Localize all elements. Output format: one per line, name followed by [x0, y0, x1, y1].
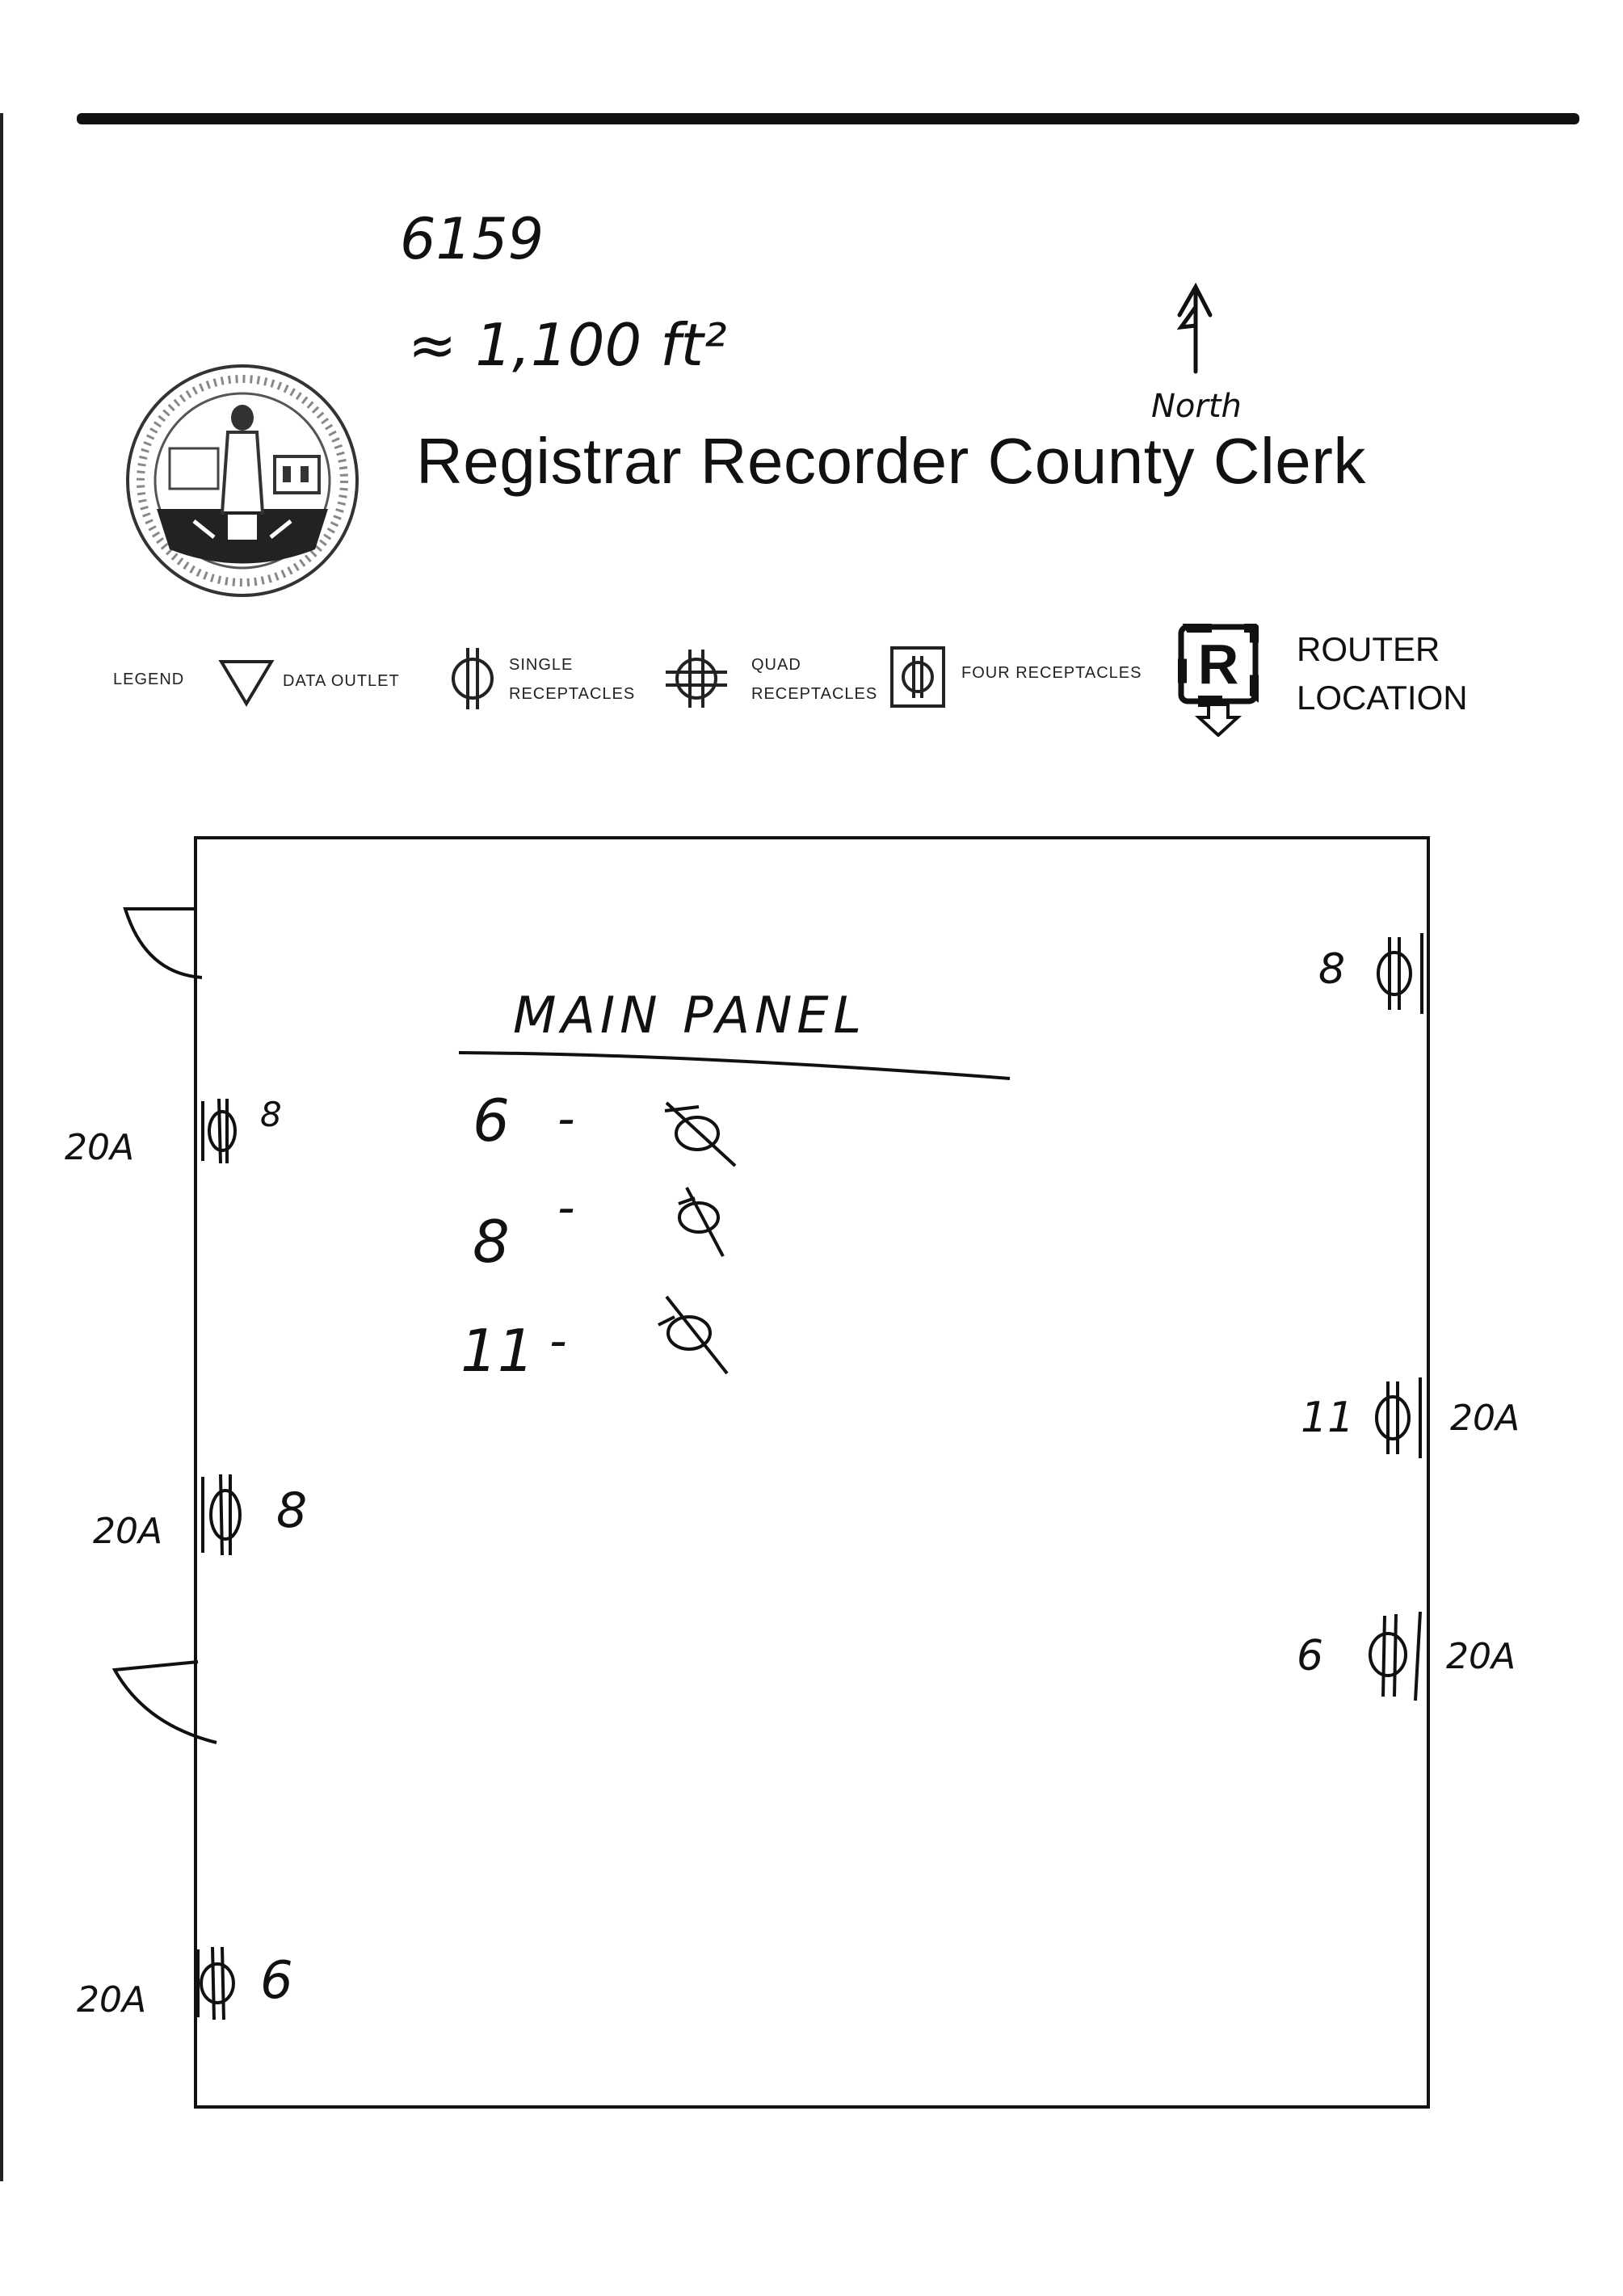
- legend-four-receptacles: FOUR RECEPTACLES: [961, 664, 1142, 682]
- top-rule: [77, 113, 1579, 124]
- four-receptacle-icon: [1375, 1377, 1422, 1458]
- door-swing-upper: [123, 907, 203, 979]
- north-arrow-icon: [1176, 282, 1213, 374]
- county-seal-logo: [126, 364, 359, 597]
- left-outlet-3-amp: 20A: [77, 1979, 147, 2021]
- legend-router-line1: ROUTER: [1297, 630, 1440, 668]
- left-outlet-3-count: 6: [260, 1951, 293, 2011]
- legend-label: LEGEND: [113, 671, 185, 688]
- right-outlet-3-amp: 20A: [1446, 1636, 1516, 1677]
- right-outlet-1-count: 8: [1318, 945, 1346, 994]
- data-outlet-triangle-icon: [218, 660, 275, 707]
- doc-number: 6159: [400, 206, 545, 272]
- right-outlet-2-amp: 20A: [1450, 1398, 1520, 1439]
- panel-circuit-dash: -: [557, 1180, 575, 1236]
- left-outlet-1-count: 8: [260, 1095, 282, 1134]
- four-receptacle-icon: [196, 1946, 235, 2021]
- receptacle-symbol-icon: [664, 1101, 737, 1167]
- receptacle-symbol-icon: [678, 1187, 725, 1257]
- panel-circuit-count: 6: [473, 1087, 510, 1154]
- receptacle-symbol-icon: [658, 1295, 729, 1375]
- area-note: ≈ 1,100 ft²: [408, 311, 727, 379]
- legend-router-line2: LOCATION: [1297, 679, 1468, 717]
- left-outlet-2-count: 8: [276, 1482, 308, 1539]
- router-location-icon: [1178, 624, 1259, 737]
- four-receptacle-icon: [1377, 933, 1423, 1014]
- page-title: Registrar Recorder County Clerk: [416, 425, 1366, 497]
- legend-single-line2: RECEPTACLES: [509, 685, 636, 703]
- four-receptacle-icon: [1369, 1611, 1422, 1701]
- panel-circuit-dash: -: [549, 1313, 567, 1369]
- main-panel-underline: [458, 1051, 1011, 1080]
- right-outlet-3-count: 6: [1297, 1632, 1324, 1680]
- right-outlet-2-count: 11: [1301, 1394, 1355, 1442]
- left-edge-line: [0, 113, 3, 2181]
- legend-quad-line1: QUAD: [751, 656, 801, 674]
- main-panel-title: MAIN PANEL: [513, 986, 867, 1045]
- four-receptacle-icon: [201, 1474, 242, 1556]
- left-outlet-2-amp: 20A: [93, 1511, 163, 1552]
- legend-data-outlet: DATA OUTLET: [283, 672, 400, 690]
- north-label: North: [1151, 388, 1242, 425]
- quad-receptacle-icon: [666, 650, 727, 708]
- panel-circuit-count: 8: [473, 1208, 510, 1276]
- door-swing-lower: [111, 1660, 217, 1744]
- four-receptacle-icon: [890, 646, 945, 708]
- left-outlet-1-amp: 20A: [65, 1127, 135, 1168]
- legend-single-line1: SINGLE: [509, 656, 574, 674]
- legend-quad-line2: RECEPTACLES: [751, 685, 878, 703]
- room-floor-plan: [194, 836, 1430, 2109]
- router-letter: R: [1197, 633, 1239, 696]
- panel-circuit-count: 11: [460, 1317, 535, 1385]
- panel-circuit-dash: -: [557, 1091, 575, 1147]
- four-receptacle-icon: [201, 1098, 237, 1164]
- single-receptacle-icon: [452, 648, 494, 709]
